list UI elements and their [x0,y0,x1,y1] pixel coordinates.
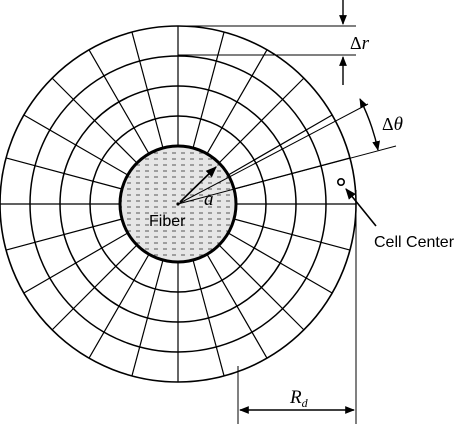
delta-theta-line-lower [177,145,397,205]
delta-r-label: Δr [350,33,370,54]
mesh-spoke [233,218,351,251]
mesh-spoke [88,49,150,155]
mesh-spoke [51,244,138,331]
mesh-spoke [192,31,225,149]
delta-theta-line-upper [177,103,369,205]
radius-a-arrow [179,166,217,203]
mesh-spoke [227,114,333,176]
mesh-spoke [5,218,123,251]
delta-theta-arc-arrow [359,98,380,151]
cell-center-marker [336,178,345,187]
mesh-spoke [23,232,129,294]
mesh-spoke [227,232,333,294]
delta-theta-label: Δθ [382,114,403,135]
mesh-spoke [88,253,150,359]
mesh-spoke [23,114,129,176]
mesh-spoke [131,259,164,377]
mesh-spokes [0,26,356,382]
mesh-spoke [51,77,138,164]
rd-label: Rd [289,387,309,410]
mesh-spoke [131,31,164,149]
mesh-spoke [206,49,268,155]
mesh-spoke [5,157,123,190]
mesh-spoke [218,77,305,164]
cell-center-label: Cell Center [374,234,455,251]
fiber-label: Fiber [149,213,186,230]
cell-center-leader [345,188,377,227]
mesh-spoke [192,259,225,377]
mesh-spoke [218,244,305,331]
mesh-spoke [206,253,268,359]
radius-a-label: a [204,189,214,210]
